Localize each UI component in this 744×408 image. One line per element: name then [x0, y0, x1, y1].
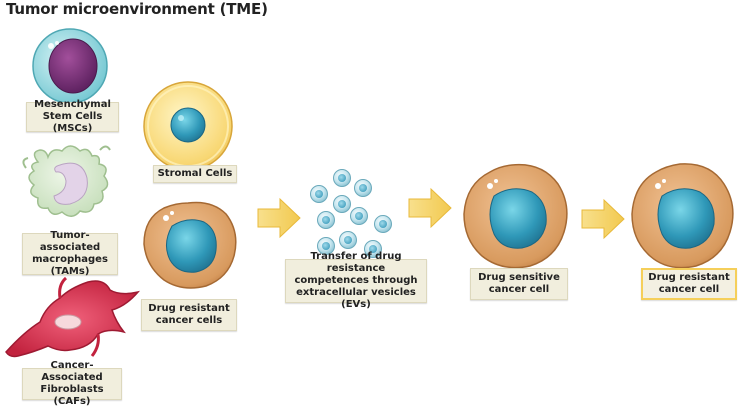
msc-cell-icon: [32, 28, 108, 104]
resistant-cancer-cell-icon: [631, 163, 734, 269]
tam-cell-icon: [22, 145, 111, 217]
resistant-cancer-cells-icon: [143, 201, 237, 289]
arrow-icon: [581, 198, 625, 240]
evs-transfer-label: Transfer of drug resistance competences …: [285, 251, 427, 310]
vesicle-icon: [317, 237, 335, 255]
vesicle-icon: [354, 179, 372, 197]
tams-label: Tumor-associated macrophages (TAMs): [22, 230, 118, 277]
mscs-label: Mesenchymal Stem Cells (MSCs): [26, 99, 119, 134]
sensitive-cancer-cell-icon: [463, 163, 568, 269]
resistant-cancer-cell-label: Drug resistant cancer cell: [641, 268, 737, 300]
arrow-icon: [408, 187, 452, 229]
vesicle-icon: [350, 207, 368, 225]
vesicle-icon: [317, 211, 335, 229]
vesicle-icon: [374, 215, 392, 233]
vesicle-icon: [339, 231, 357, 249]
resistant-cancer-cells-label: Drug resistant cancer cells: [141, 299, 237, 331]
extracellular-vesicles-icon: [310, 169, 392, 258]
caf-cell-icon: [5, 276, 141, 358]
vesicle-icon: [333, 195, 351, 213]
arrow-icon: [257, 197, 301, 239]
vesicle-icon: [333, 169, 351, 187]
stromal-cell-icon: [143, 81, 233, 171]
vesicle-icon: [364, 240, 382, 258]
cafs-label: Cancer-Associated Fibroblasts (CAFs): [22, 360, 122, 407]
vesicle-icon: [310, 185, 328, 203]
stromal-cells-label: Stromal Cells: [153, 165, 237, 183]
sensitive-cancer-cell-label: Drug sensitive cancer cell: [470, 268, 568, 300]
page-title: Tumor microenvironment (TME): [6, 0, 268, 18]
